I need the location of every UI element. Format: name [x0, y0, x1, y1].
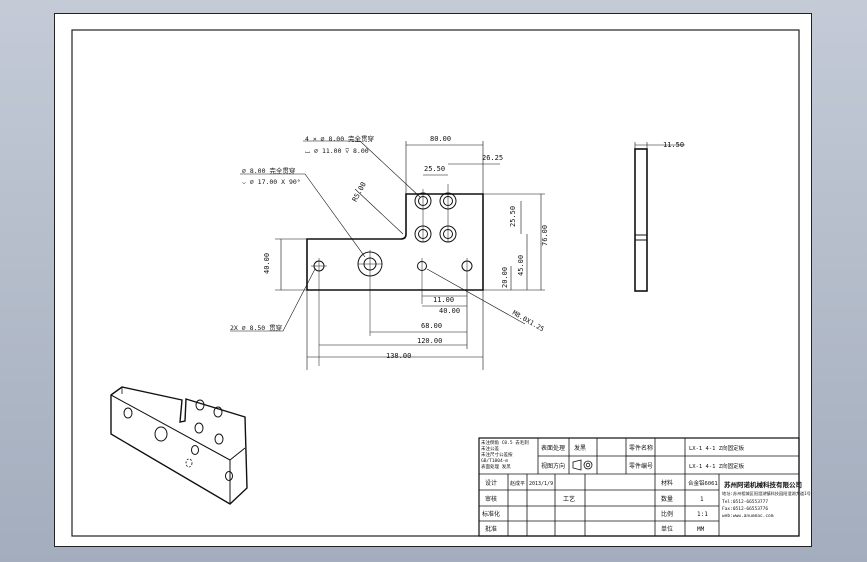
front-view	[230, 140, 545, 370]
approve-label: 批准	[485, 525, 497, 533]
inner-frame	[71, 29, 800, 537]
callout-thread: M8.0X1.25	[511, 309, 546, 334]
company-address: 地址:苏州相城区阳澄湖镇科技园阳澄湖大道1号	[722, 490, 811, 497]
drawing-sheet: 80.00 26.25 25.50 R5.00 25.50 76.00 45.0…	[54, 13, 812, 547]
note-5: 表面处理 发黑	[481, 463, 511, 470]
dim-r5: R5.00	[351, 181, 368, 203]
qty-value: 1	[700, 496, 704, 503]
scale-value: 1:1	[697, 511, 708, 518]
company-fax: Fax:0512-66553776	[722, 506, 768, 512]
callout-2x: 2X ⌀ 8.50 贯穿	[230, 323, 282, 332]
dim-20: 20.00	[501, 267, 509, 288]
dim-25-50: 25.50	[424, 165, 445, 173]
note-2: 未注公差	[481, 445, 499, 452]
note-1: 未注倒角 C0.5 去毛刺	[481, 439, 529, 446]
material-value: 合金铝6061	[688, 479, 718, 487]
name-label: 零件名称	[629, 444, 653, 452]
callout-center-a: ⌀ 8.00 完全贯穿	[242, 166, 295, 175]
dimension-labels: 80.00 26.25 25.50 R5.00 25.50 76.00 45.0…	[230, 134, 684, 360]
unit-label: 单位	[661, 525, 673, 533]
dim-45: 45.00	[517, 255, 525, 276]
note-3: 未注尺寸公差按	[481, 451, 513, 458]
side-view	[634, 142, 685, 292]
dim-80: 80.00	[430, 135, 451, 143]
callout-4x-a: 4 × ⌀ 8.00 完全贯穿	[305, 134, 374, 143]
design-name: 赵成平	[510, 480, 525, 487]
design-label: 设计	[485, 479, 497, 487]
dim-68: 68.00	[421, 322, 442, 330]
surface-value: 发黑	[574, 444, 586, 452]
surface-label: 表面处理	[541, 444, 565, 452]
projection-label: 视图方向	[541, 462, 565, 470]
dim-25-50-v: 25.50	[509, 206, 517, 227]
title-block	[478, 437, 800, 537]
dim-138: 138.00	[386, 352, 411, 360]
dim-40-bottom: 40.00	[439, 307, 460, 315]
cad-drawing: 80.00 26.25 25.50 R5.00 25.50 76.00 45.0…	[71, 29, 811, 537]
unit-value: MM	[697, 526, 705, 533]
callout-4x-b: ⌴ ⌀ 11.00 ⊽ 8.00	[305, 147, 369, 155]
name-value: LX-1 4-1 Z向固定板	[689, 444, 745, 452]
company-tel: Tel:0512-66553777	[722, 499, 768, 505]
company-name: 苏州阿诺机械科技有限公司	[724, 480, 802, 489]
callout-center-b: ⌵ ⌀ 17.00 X 90°	[242, 178, 301, 186]
qty-label: 数量	[661, 495, 673, 503]
iso-outline	[110, 386, 248, 505]
design-date: 2013/1/9	[529, 481, 553, 487]
scale-label: 比例	[661, 510, 673, 518]
company-web: web:www.anuomac.com	[722, 513, 774, 519]
material-label: 材料	[661, 479, 673, 487]
part-outline	[306, 193, 484, 291]
dim-76: 76.00	[541, 225, 549, 246]
title-block-text: 未注倒角 C0.5 去毛刺 未注公差 未注尺寸公差按 GB/T1804-m 表面…	[481, 439, 811, 533]
check-label: 审核	[485, 495, 497, 503]
dim-40-left: 40.00	[263, 253, 271, 274]
craft-label: 工艺	[563, 495, 575, 503]
note-4: GB/T1804-m	[481, 458, 508, 464]
part-no-value: LX-1 4-1 Z向固定板	[689, 462, 745, 470]
part-no-label: 零件编号	[629, 462, 653, 470]
dim-26-25: 26.25	[482, 154, 503, 162]
isometric-view	[110, 386, 248, 505]
dim-11: 11.00	[433, 296, 454, 304]
standard-label: 标准化	[482, 510, 500, 518]
side-outline	[634, 148, 648, 292]
dim-120: 120.00	[417, 337, 442, 345]
